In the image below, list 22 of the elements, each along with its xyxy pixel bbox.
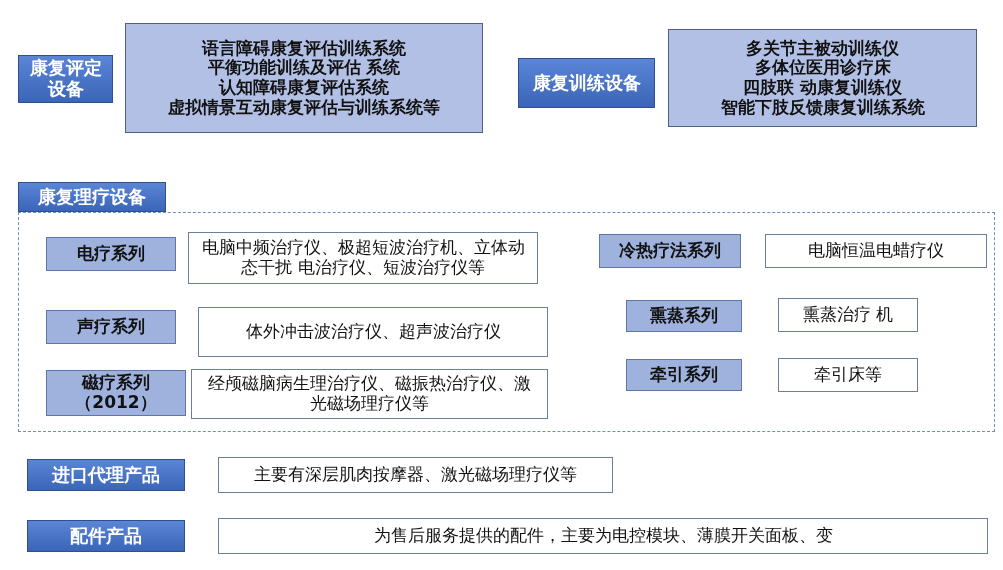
item-list-panel: 语言障碍康复评估训练系统 平衡功能训练及评估 系统 认知障碍康复评估系统 虚拟情景互动康复评估与训练系统等 <box>125 23 483 133</box>
item-description: 牵引床等 <box>778 358 918 392</box>
item-list-panel: 多关节主被动训练仪 多体位医用诊疗床 四肢联 动康复训练仪 智能下肢反馈康复训练系统 <box>668 29 977 127</box>
series-label: 熏蒸系列 <box>626 300 742 332</box>
item-description: 熏蒸治疗 机 <box>778 298 918 332</box>
category-label: 康复评定设备 <box>18 55 113 103</box>
series-label: 磁疗系列（2012） <box>46 370 186 416</box>
section-heading: 康复理疗设备 <box>18 182 166 212</box>
series-label: 冷热疗法系列 <box>599 234 741 268</box>
category-label: 进口代理产品 <box>27 459 185 491</box>
item-description: 主要有深层肌肉按摩器、激光磁场理疗仪等 <box>218 457 613 493</box>
item-description: 经颅磁脑病生理治疗仪、磁振热治疗仪、激光磁场理疗仪等 <box>191 369 548 419</box>
series-label: 声疗系列 <box>46 310 176 344</box>
item-description: 为售后服务提供的配件，主要为电控模块、薄膜开关面板、变 <box>218 518 988 554</box>
series-label: 牵引系列 <box>626 359 742 391</box>
item-description: 电脑恒温电蜡疗仪 <box>765 234 987 268</box>
category-label: 配件产品 <box>27 520 185 552</box>
item-description: 体外冲击波治疗仪、超声波治疗仪 <box>198 307 548 357</box>
series-label: 电疗系列 <box>46 237 176 271</box>
dashed-group-frame <box>18 212 995 432</box>
item-description: 电脑中频治疗仪、极超短波治疗机、立体动态干扰 电治疗仪、短波治疗仪等 <box>188 232 538 284</box>
category-label: 康复训练设备 <box>518 58 655 108</box>
